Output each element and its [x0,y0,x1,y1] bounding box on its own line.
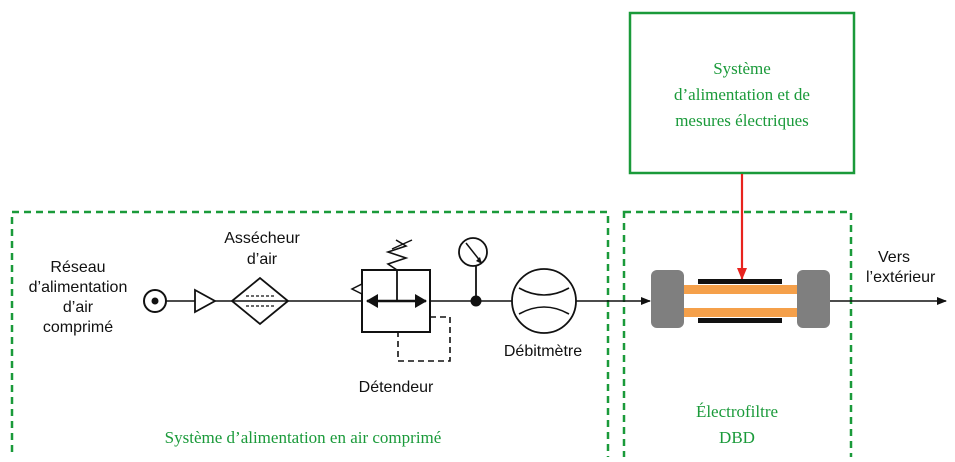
air-dryer-symbol [230,276,290,326]
detendeur-label: Détendeur [359,379,434,396]
elec-system-line-1: Système [713,59,771,78]
elec-system-box: Système d’alimentation et de mesures éle… [628,11,856,175]
flowmeter-symbol [511,268,577,334]
reseau-label: Réseau d’alimentation d’air comprimé [29,259,128,336]
inlet-triangle-symbol [194,288,217,314]
air-system-label: Système d’alimentation en air comprimé [165,428,442,447]
elec-system-line-3: mesures électriques [675,111,809,130]
assecheur-line-2: d’air [247,251,278,268]
pressure-regulator-symbol [350,239,451,362]
air-system-boundary: Système d’alimentation en air comprimé [10,210,610,462]
filter-boundary: Électrofiltre DBD [622,210,853,462]
reseau-line-3: d’air [63,299,94,316]
debitmetre-label: Débitmètre [504,343,582,360]
source-port-symbol [143,289,167,313]
filter-label-line-1: Électrofiltre [696,402,778,421]
reseau-line-4: comprimé [43,319,113,336]
assecheur-line-1: Assécheur [224,230,300,247]
elec-system-line-2: d’alimentation et de [674,85,810,104]
outlet-line-2: l’extérieur [866,269,936,286]
outlet-line-1: Vers [878,249,910,266]
dbd-filter-device [651,270,830,328]
reseau-line-1: Réseau [50,259,105,276]
reseau-line-2: d’alimentation [29,279,128,296]
filter-label-line-2: DBD [719,428,755,447]
manometer-symbol [458,237,488,307]
